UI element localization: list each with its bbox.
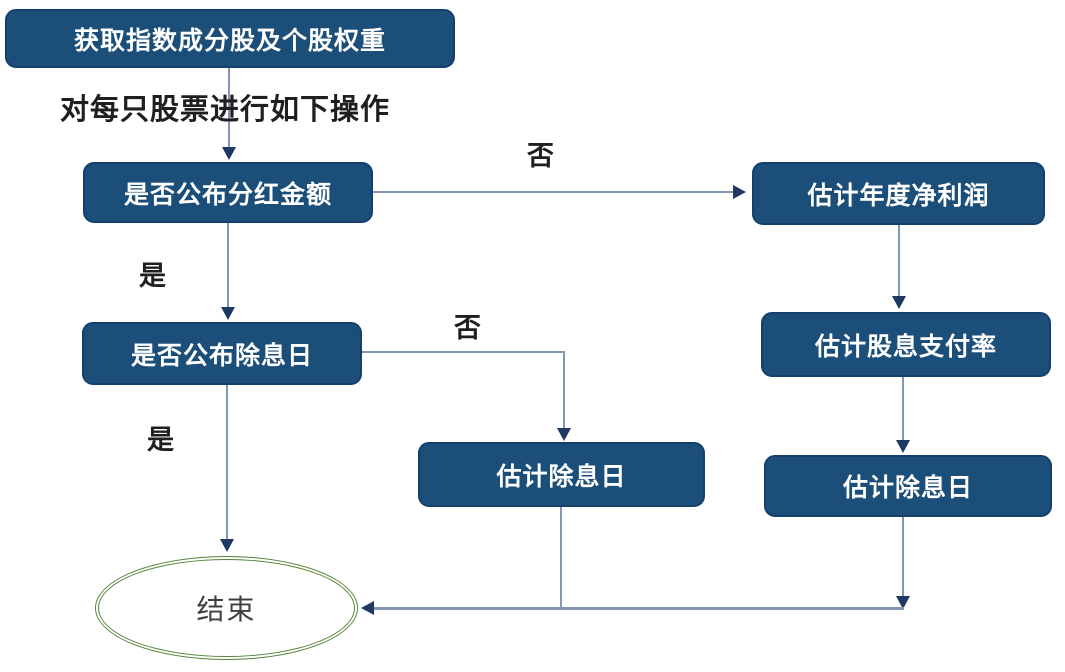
arrowhead-dividend-to-netprofit [733, 185, 746, 199]
node-get-constituents: 获取指数成分股及个股权重 [5, 9, 455, 68]
arrowhead-exdatequestion-to-end [220, 539, 234, 552]
end-label: 结束 [196, 593, 257, 626]
edge-label-no-2: 否 [454, 313, 481, 344]
connector-estimate-mid-down [560, 507, 562, 609]
node-estimate-ex-date-right: 估计除息日 [764, 455, 1052, 517]
node-estimate-payout-ratio: 估计股息支付率 [761, 312, 1051, 377]
node-estimate-net-profit: 估计年度净利润 [752, 162, 1045, 225]
edge-label-no-1: 否 [527, 141, 554, 172]
arrowhead-join-to-end [361, 601, 374, 615]
edge-label-yes-1: 是 [139, 261, 166, 292]
arrowhead-dividend-to-exdatequestion [221, 307, 235, 320]
node-end: 结束 [95, 556, 358, 660]
arrowhead-exdatequestion-to-estimate-mid [557, 428, 571, 441]
connector-netprofit-to-payout [898, 225, 900, 297]
connector-exdatequestion-elbow-h [362, 351, 565, 353]
connector-exdatequestion-to-end [226, 385, 228, 540]
connector-dividend-to-exdatequestion [227, 223, 229, 308]
connector-join-to-end [374, 607, 904, 610]
connector-start-to-dividend [228, 68, 230, 148]
arrowhead-start-to-dividend [222, 147, 236, 160]
connector-exdatequestion-elbow-v [563, 351, 565, 429]
arrowhead-netprofit-to-payout [892, 296, 906, 309]
connector-dividend-to-netprofit [373, 191, 733, 193]
connector-exdate-right-down [902, 517, 904, 597]
edge-label-yes-2: 是 [147, 425, 174, 456]
connector-payout-to-exdate-right [902, 377, 904, 441]
loop-note: 对每只股票进行如下操作 [60, 92, 391, 126]
node-ex-date-announced: 是否公布除息日 [82, 322, 362, 385]
node-estimate-ex-date-mid: 估计除息日 [418, 442, 705, 507]
arrowhead-exdate-right-join [896, 596, 910, 609]
node-dividend-announced: 是否公布分红金额 [83, 162, 373, 223]
arrowhead-payout-to-exdate-right [896, 440, 910, 453]
